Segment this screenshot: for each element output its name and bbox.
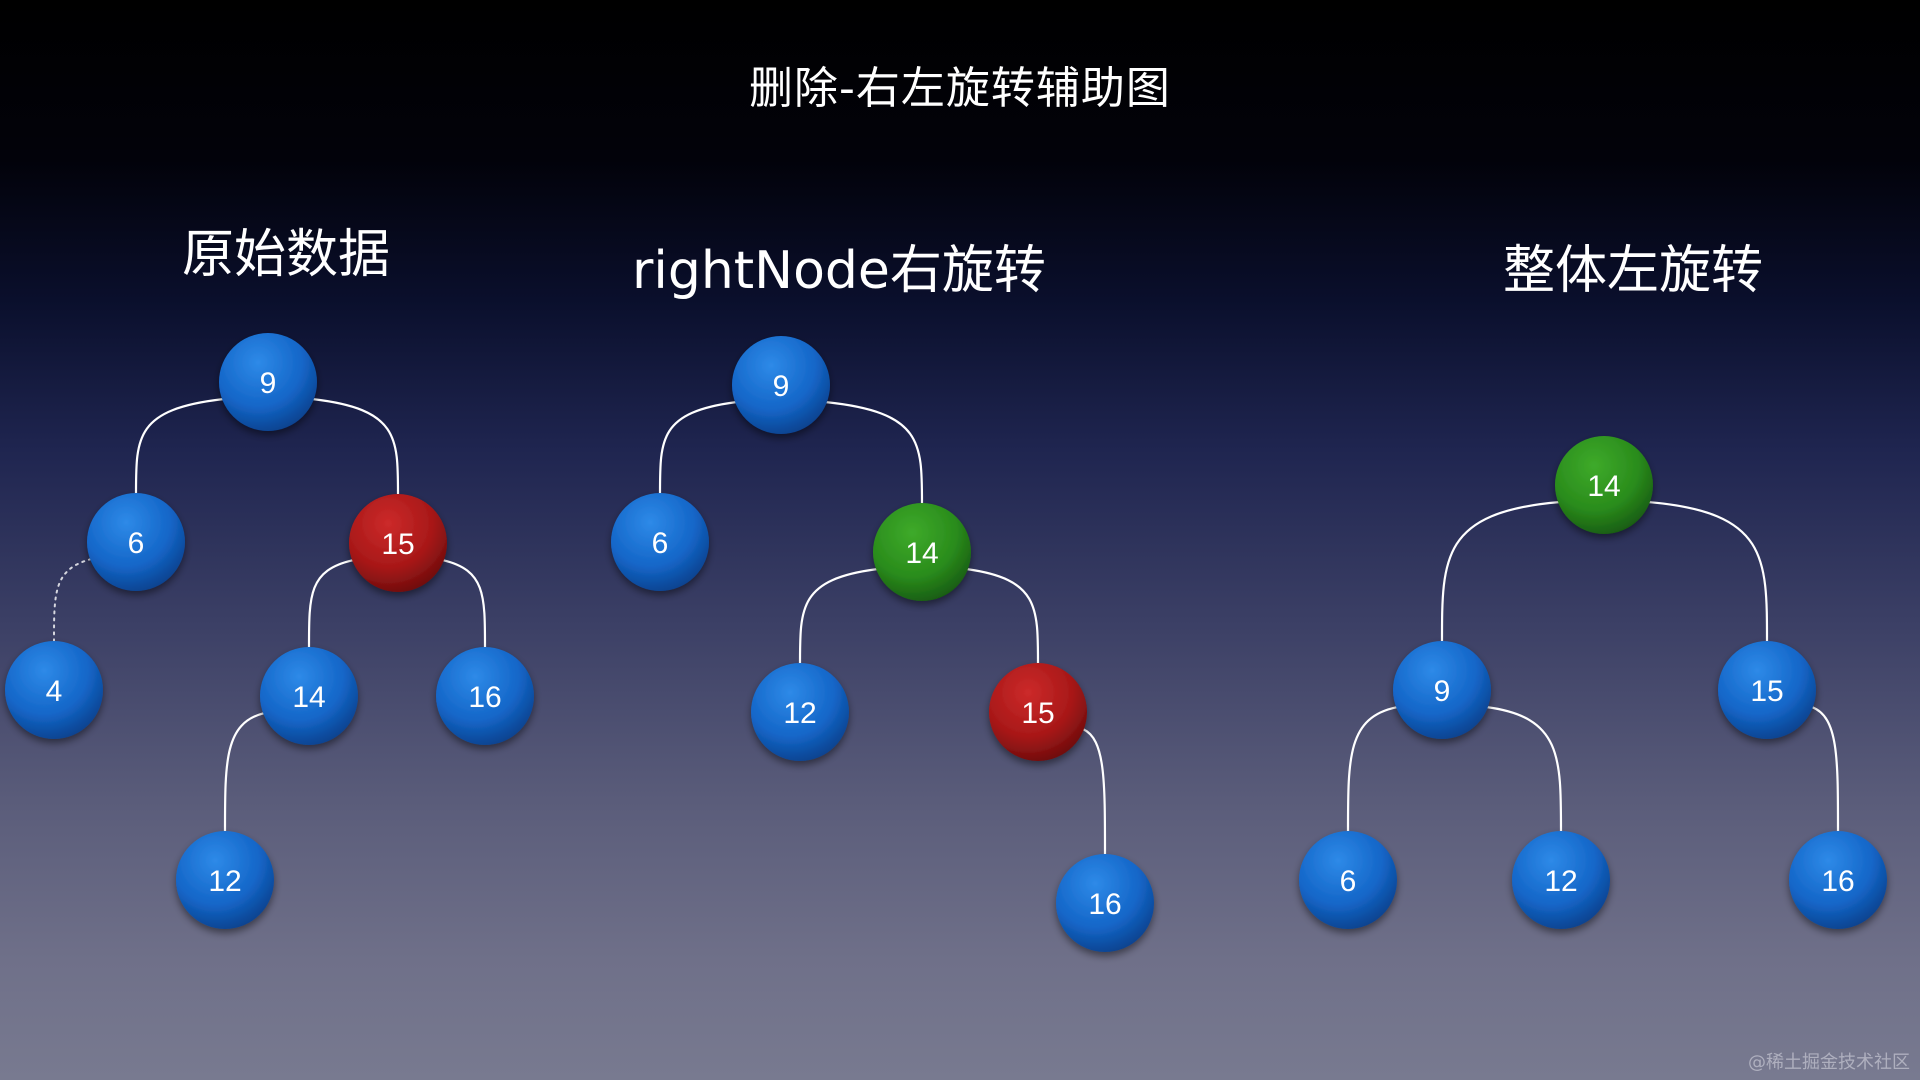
node-circle-blue bbox=[611, 493, 709, 591]
node-label: 12 bbox=[1544, 865, 1577, 898]
edge-p3-15-to-p3-16 bbox=[1811, 706, 1840, 832]
node-circle-green bbox=[1555, 436, 1653, 534]
tree-node-p3-6: 6 bbox=[1299, 831, 1397, 929]
node-label: 16 bbox=[468, 681, 501, 714]
edge-p1-14-to-p1-12 bbox=[223, 712, 265, 832]
panel-title-left-rotation: 整体左旋转 bbox=[1503, 241, 1764, 301]
edge-p1-15-to-p1-14 bbox=[307, 559, 354, 648]
slide-title: 删除-右左旋转辅助图 bbox=[749, 63, 1171, 114]
node-label: 6 bbox=[1340, 865, 1357, 898]
node-label: 6 bbox=[652, 527, 669, 560]
node-label: 6 bbox=[128, 527, 145, 560]
node-circle-green bbox=[873, 503, 971, 601]
tree-node-p2-12: 12 bbox=[751, 663, 849, 761]
node-circle-red bbox=[989, 663, 1087, 761]
tree-node-p2-9: 9 bbox=[732, 336, 830, 434]
edge-p3-9-to-p3-12 bbox=[1486, 706, 1563, 832]
node-circle-blue bbox=[732, 336, 830, 434]
edge-p3-14-to-p3-9 bbox=[1440, 501, 1560, 642]
node-circle-blue bbox=[1299, 831, 1397, 929]
tree-node-p2-6: 6 bbox=[611, 493, 709, 591]
tree-node-p1-9: 9 bbox=[219, 333, 317, 431]
node-label: 9 bbox=[1434, 675, 1451, 708]
tree-node-p2-14: 14 bbox=[873, 503, 971, 601]
node-label: 14 bbox=[905, 537, 938, 570]
edge-p1-9-to-p1-6 bbox=[134, 398, 224, 494]
edge-p2-14-to-p2-12 bbox=[798, 568, 878, 664]
edge-p1-6-to-p1-4 bbox=[53, 558, 92, 642]
node-label: 4 bbox=[46, 675, 63, 708]
node-label: 12 bbox=[208, 865, 241, 898]
node-circle-blue bbox=[1393, 641, 1491, 739]
node-circle-red bbox=[349, 494, 447, 592]
node-circle-blue bbox=[1789, 831, 1887, 929]
node-circle-blue bbox=[1056, 854, 1154, 952]
node-label: 9 bbox=[773, 370, 790, 403]
node-circle-blue bbox=[751, 663, 849, 761]
node-label: 16 bbox=[1088, 888, 1121, 921]
node-label: 15 bbox=[381, 528, 414, 561]
tree-node-p1-6: 6 bbox=[87, 493, 185, 591]
tree-node-p2-16: 16 bbox=[1056, 854, 1154, 952]
node-label: 15 bbox=[1021, 697, 1054, 730]
tree-node-p2-15: 15 bbox=[989, 663, 1087, 761]
node-circle-blue bbox=[5, 641, 103, 739]
edge-p2-15-to-p2-16 bbox=[1082, 728, 1107, 855]
tree-node-p3-14: 14 bbox=[1555, 436, 1653, 534]
edge-p1-9-to-p1-15 bbox=[312, 398, 400, 495]
node-label: 15 bbox=[1750, 675, 1783, 708]
tree-node-p1-15: 15 bbox=[349, 494, 447, 592]
tree-node-p1-4: 4 bbox=[5, 641, 103, 739]
node-label: 12 bbox=[783, 697, 816, 730]
edge-p2-9-to-p2-6 bbox=[658, 401, 737, 494]
node-label: 14 bbox=[292, 681, 325, 714]
node-circle-blue bbox=[260, 647, 358, 745]
node-circle-blue bbox=[87, 493, 185, 591]
tree-node-p3-12: 12 bbox=[1512, 831, 1610, 929]
tree-node-p3-15: 15 bbox=[1718, 641, 1816, 739]
tree-node-p1-12: 12 bbox=[176, 831, 274, 929]
edge-p2-9-to-p2-14 bbox=[825, 401, 924, 504]
panel-title-original: 原始数据 bbox=[182, 225, 391, 285]
tree-node-p1-14: 14 bbox=[260, 647, 358, 745]
edge-p1-15-to-p1-16 bbox=[442, 559, 487, 648]
node-circle-blue bbox=[1512, 831, 1610, 929]
watermark: @稀土掘金技术社区 bbox=[1748, 1052, 1910, 1073]
edge-p2-14-to-p2-15 bbox=[966, 568, 1040, 664]
node-circle-blue bbox=[1718, 641, 1816, 739]
node-label: 14 bbox=[1587, 470, 1620, 503]
tree-node-p1-16: 16 bbox=[436, 647, 534, 745]
edge-p3-14-to-p3-15 bbox=[1648, 501, 1769, 642]
node-circle-blue bbox=[176, 831, 274, 929]
node-label: 9 bbox=[260, 367, 277, 400]
edge-p3-9-to-p3-6 bbox=[1346, 706, 1398, 832]
tree-node-p3-9: 9 bbox=[1393, 641, 1491, 739]
node-circle-blue bbox=[219, 333, 317, 431]
node-label: 16 bbox=[1821, 865, 1854, 898]
panel-title-right-rotation: rightNode右旋转 bbox=[632, 241, 1046, 301]
node-circle-blue bbox=[436, 647, 534, 745]
tree-node-p3-16: 16 bbox=[1789, 831, 1887, 929]
